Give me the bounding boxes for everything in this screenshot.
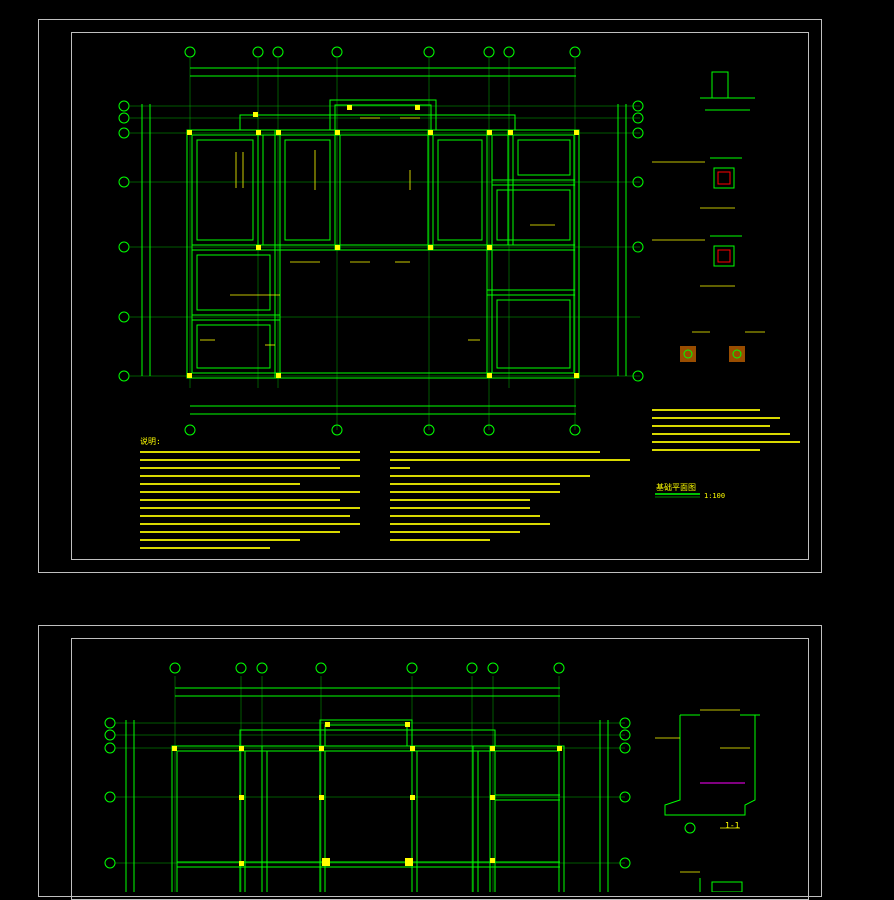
top-right-detail-fills [680, 171, 745, 362]
top-plan [141, 67, 627, 415]
top-sheet-inner-frame [71, 32, 809, 560]
notes-heading: 说明: [140, 437, 161, 446]
bottom-plan [125, 687, 609, 892]
top-sheet-frame [38, 19, 822, 573]
top-grid-bubbles [118, 46, 644, 436]
top-grid-lines [130, 58, 640, 430]
bottom-grid-lines [115, 676, 625, 892]
bottom-grid-bubbles [104, 662, 631, 869]
title-underline [655, 493, 700, 498]
bottom-section-labels [655, 709, 750, 873]
top-notes-lines [140, 409, 800, 549]
top-column-nodes [187, 105, 579, 378]
section-label-1-1: 1-1 [725, 821, 740, 830]
bottom-section-detail [664, 714, 760, 892]
drawing-title: 基础平面图 [656, 483, 696, 492]
bottom-column-nodes [172, 722, 562, 866]
drawing-scale: 1:100 [704, 492, 726, 500]
top-right-details [700, 71, 755, 267]
top-annotation-marks [200, 117, 555, 346]
top-right-detail-labels [652, 161, 765, 333]
